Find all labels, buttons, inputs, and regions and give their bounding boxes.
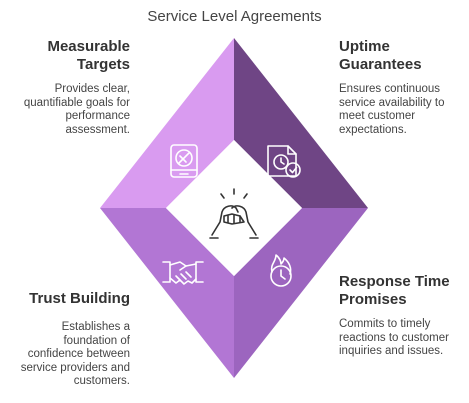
heading-line: Guarantees (339, 56, 422, 73)
quadrant-bottom-left (100, 208, 234, 378)
heading-line: Promises (339, 291, 407, 308)
target-gauge-icon (170, 144, 198, 178)
measurable-targets-block: Measurable Targets Provides clear, quant… (10, 38, 130, 137)
uptime-guarantees-description: Ensures continuous service availability … (339, 83, 464, 137)
heading-line: Targets (76, 56, 130, 73)
heading-line: Trust Building (29, 290, 130, 307)
desc-line: foundation of (63, 334, 130, 347)
quadrant-top-left (100, 38, 234, 208)
desc-line: quantifiable goals for (23, 96, 130, 109)
desc-line: expectations. (339, 123, 407, 136)
diagram-title: Service Level Agreements (147, 8, 322, 25)
quadrant-bottom-right (234, 208, 368, 378)
measurable-targets-description: Provides clear, quantifiable goals for p… (10, 83, 130, 137)
response-time-promises-description: Commits to timely reactions to customer … (339, 318, 467, 359)
desc-line: reactions to customer (339, 331, 449, 344)
trust-building-block: Trust Building Establishes a foundation … (5, 290, 130, 389)
desc-line: assessment. (65, 123, 130, 136)
handshake-icon (162, 261, 204, 285)
heading-line: Uptime (339, 38, 390, 55)
uptime-guarantees-heading: Uptime Guarantees (339, 38, 464, 74)
desc-line: Ensures continuous (339, 83, 441, 95)
document-clock-check-icon (267, 145, 301, 178)
desc-line: customers. (73, 375, 130, 387)
response-time-promises-heading: Response Time Promises (339, 273, 467, 309)
desc-line: Establishes a (61, 321, 130, 333)
desc-line: service providers and (20, 361, 130, 374)
response-time-promises-block: Response Time Promises Commits to timely… (339, 273, 467, 359)
desc-line: inquiries and issues. (339, 345, 444, 357)
desc-line: service availability to (339, 96, 445, 109)
trust-building-description: Establishes a foundation of confidence b… (5, 321, 130, 389)
arm-wrestling-icon (209, 188, 259, 239)
heading-line: Response Time (339, 273, 450, 290)
desc-line: Provides clear, (54, 83, 130, 95)
heading-line: Measurable (47, 38, 130, 55)
uptime-guarantees-block: Uptime Guarantees Ensures continuous ser… (339, 38, 464, 137)
clock-fire-icon (270, 254, 292, 287)
desc-line: performance (65, 110, 130, 122)
desc-line: meet customer (339, 110, 416, 122)
measurable-targets-heading: Measurable Targets (10, 38, 130, 74)
desc-line: Commits to timely (339, 318, 431, 330)
trust-building-heading: Trust Building (5, 290, 130, 308)
desc-line: confidence between (27, 348, 130, 360)
